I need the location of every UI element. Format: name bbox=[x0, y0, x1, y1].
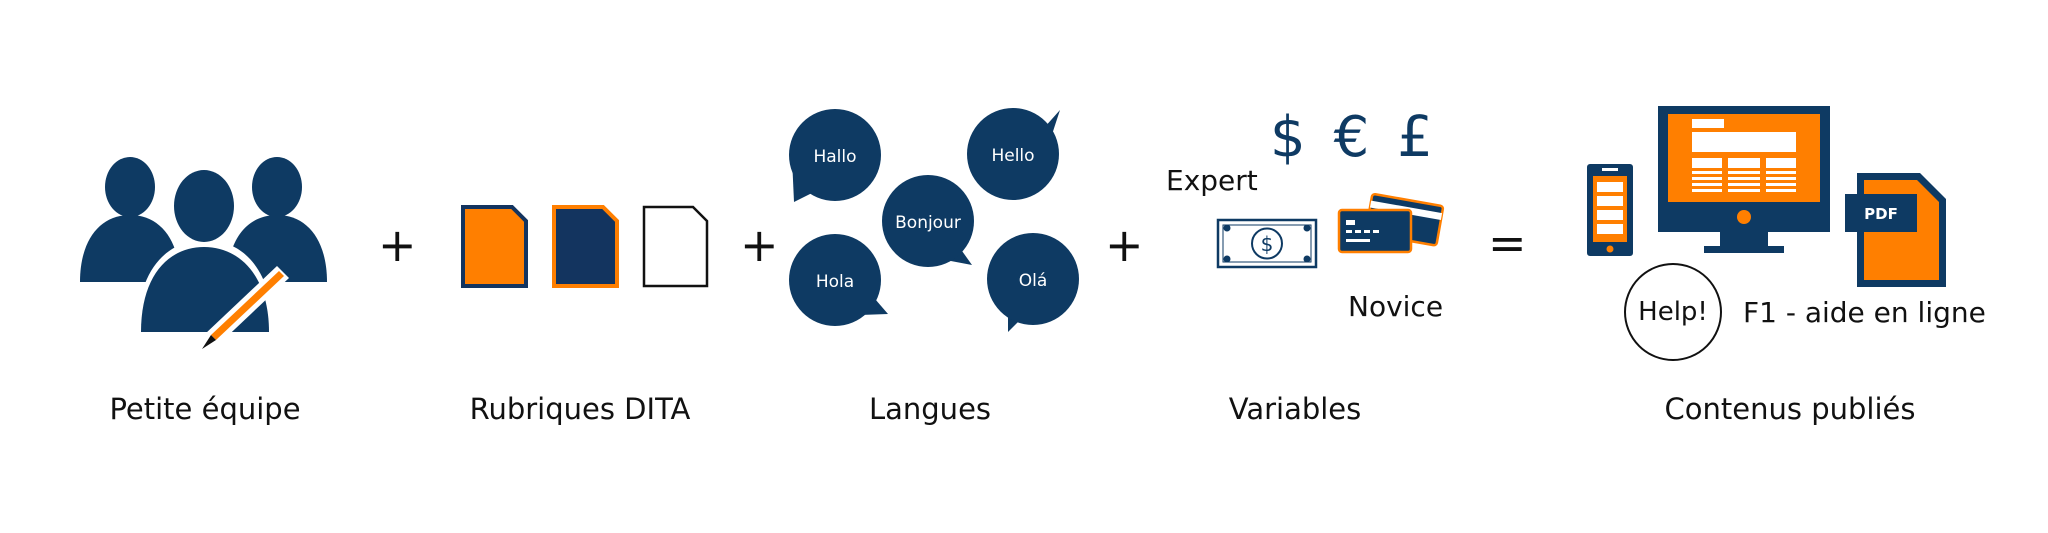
euro-symbol: € bbox=[1333, 105, 1370, 170]
topic-blank-icon bbox=[642, 205, 709, 288]
pencil-icon bbox=[202, 266, 289, 349]
equals-operator: = bbox=[1488, 216, 1527, 270]
svg-text:Hola: Hola bbox=[816, 272, 854, 292]
languages-group: Hallo Hello Bonjour Hola Olá bbox=[789, 108, 1079, 332]
plus-operator-1: + bbox=[378, 218, 417, 272]
banknote-icon: $ bbox=[1216, 218, 1318, 269]
pound-symbol: £ bbox=[1397, 105, 1433, 170]
dollar-symbol: $ bbox=[1270, 105, 1306, 170]
monitor-icon bbox=[1658, 106, 1830, 253]
caption-topics: Rubriques DITA bbox=[469, 392, 691, 426]
svg-text:$: $ bbox=[1261, 232, 1274, 256]
bubble-bonjour: Bonjour bbox=[882, 175, 974, 267]
pdf-icon: PDF bbox=[1845, 173, 1946, 287]
credit-cards-icon bbox=[1337, 192, 1445, 254]
f1-online-help-label: F1 - aide en ligne bbox=[1743, 296, 1986, 329]
help-circle: Help! bbox=[1624, 263, 1722, 361]
svg-text:Bonjour: Bonjour bbox=[895, 213, 961, 233]
expert-label: Expert bbox=[1166, 164, 1258, 197]
svg-text:PDF: PDF bbox=[1864, 205, 1898, 223]
caption-team: Petite équipe bbox=[109, 392, 301, 426]
plus-operator-2: + bbox=[740, 218, 779, 272]
bubble-hallo: Hallo bbox=[789, 109, 881, 202]
svg-text:Olá: Olá bbox=[1019, 271, 1048, 291]
caption-variables: Variables bbox=[1228, 392, 1362, 426]
caption-published: Contenus publiés bbox=[1664, 392, 1916, 426]
currency-symbols: $ € £ bbox=[1270, 105, 1433, 170]
novice-label: Novice bbox=[1348, 290, 1444, 323]
bubble-hello: Hello bbox=[967, 108, 1060, 200]
topic-navy-icon bbox=[552, 205, 619, 288]
team-icon bbox=[80, 157, 327, 349]
phone-icon bbox=[1587, 164, 1633, 256]
bubble-hola: Hola bbox=[789, 234, 888, 326]
bubble-ola: Olá bbox=[987, 233, 1079, 332]
topics-group bbox=[461, 205, 709, 288]
caption-languages: Langues bbox=[868, 392, 992, 426]
help-text: Help! bbox=[1638, 297, 1708, 327]
svg-text:Hello: Hello bbox=[991, 146, 1034, 166]
topic-orange-icon bbox=[461, 205, 528, 288]
plus-operator-3: + bbox=[1105, 218, 1144, 272]
svg-text:Hallo: Hallo bbox=[813, 147, 856, 167]
